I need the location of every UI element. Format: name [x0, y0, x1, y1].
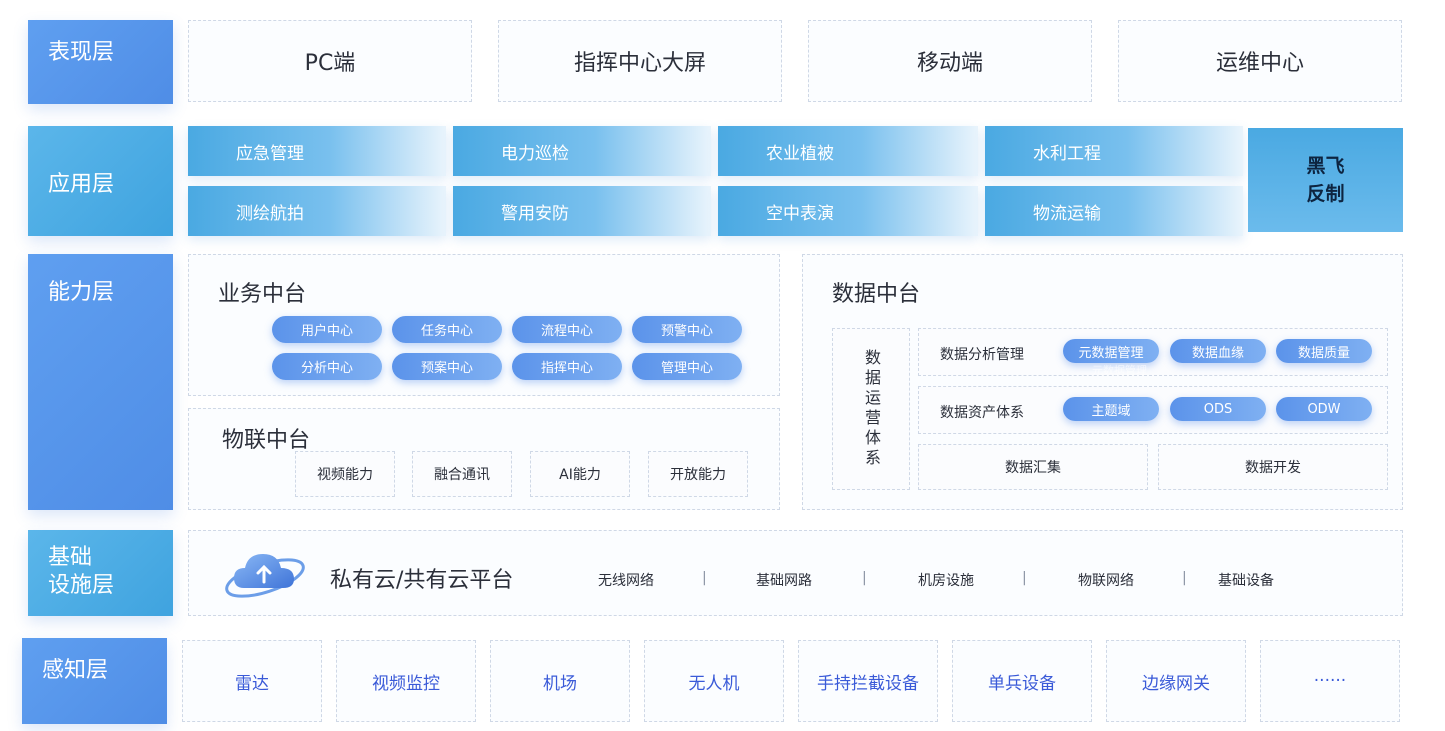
- iot-platform-title: 物联中台: [222, 428, 311, 453]
- data-analysis-label: 数据分析管理: [940, 347, 1024, 363]
- app-power-inspection: 电力巡检: [453, 126, 711, 176]
- data-collection: 数据汇集: [918, 444, 1148, 490]
- data-platform-title: 数据中台: [832, 282, 921, 307]
- sense-airport: 机场: [490, 640, 630, 722]
- metadata-echo-text: 元数据管理: [1092, 364, 1147, 377]
- pill-command-center: 指挥中心: [512, 353, 622, 380]
- iot-communication: 融合通讯: [412, 451, 512, 497]
- infrastructure-panel: [188, 530, 1403, 616]
- app-police: 警用安防: [453, 186, 711, 236]
- infra-separator: |: [702, 570, 707, 586]
- presentation-mobile: 移动端: [808, 20, 1092, 102]
- presentation-command-screen: 指挥中心大屏: [498, 20, 782, 102]
- presentation-ops-center: 运维中心: [1118, 20, 1402, 102]
- pill-analysis-center: 分析中心: [272, 353, 382, 380]
- sense-handheld: 手持拦截设备: [798, 640, 938, 722]
- layer-label-capability: 能力层: [28, 254, 173, 510]
- infra-separator: |: [1182, 570, 1187, 586]
- pill-process-center: 流程中心: [512, 316, 622, 343]
- iot-ai: AI能力: [530, 451, 630, 497]
- sense-soldier: 单兵设备: [952, 640, 1092, 722]
- sense-radar: 雷达: [182, 640, 322, 722]
- data-ops-system: 数据运营体系: [832, 328, 910, 490]
- layer-label-infrastructure: 基础 设施层: [28, 530, 173, 616]
- pill-quality: 数据质量: [1276, 339, 1372, 363]
- app-water: 水利工程: [985, 126, 1243, 176]
- pill-warning-center: 预警中心: [632, 316, 742, 343]
- infra-basic-equipment: 基础设备: [1218, 573, 1274, 589]
- infra-basic-network: 基础网路: [756, 573, 812, 589]
- sense-video: 视频监控: [336, 640, 476, 722]
- cloud-platform-title: 私有云/共有云平台: [330, 568, 514, 593]
- app-survey: 测绘航拍: [188, 186, 446, 236]
- infra-datacenter: 机房设施: [918, 573, 974, 589]
- app-emergency: 应急管理: [188, 126, 446, 176]
- infra-separator: |: [862, 570, 867, 586]
- pill-lineage: 数据血缘: [1170, 339, 1266, 363]
- sense-edge-gateway: 边缘网关: [1106, 640, 1246, 722]
- app-agriculture: 农业植被: [718, 126, 978, 176]
- sense-drone: 无人机: [644, 640, 784, 722]
- presentation-pc: PC端: [188, 20, 472, 102]
- iot-open: 开放能力: [648, 451, 748, 497]
- infra-iot-network: 物联网络: [1078, 573, 1134, 589]
- pill-metadata: 元数据管理: [1063, 339, 1159, 363]
- data-asset-label: 数据资产体系: [940, 405, 1024, 421]
- app-airshow: 空中表演: [718, 186, 978, 236]
- sense-more: ······: [1260, 640, 1400, 722]
- iot-video: 视频能力: [295, 451, 395, 497]
- business-platform-title: 业务中台: [218, 282, 307, 307]
- pill-management-center: 管理中心: [632, 353, 742, 380]
- data-ops-system-label: 数据运营体系: [862, 349, 881, 469]
- app-anti-drone: 黑飞 反制: [1248, 128, 1403, 232]
- pill-task-center: 任务中心: [392, 316, 502, 343]
- layer-label-application: 应用层: [28, 126, 173, 236]
- pill-ods: ODS: [1170, 397, 1266, 421]
- app-logistics: 物流运输: [985, 186, 1243, 236]
- pill-subject-domain: 主题域: [1063, 397, 1159, 421]
- infra-separator: |: [1022, 570, 1027, 586]
- pill-odw: ODW: [1276, 397, 1372, 421]
- layer-label-perception: 感知层: [22, 638, 167, 724]
- cloud-icon: [220, 542, 310, 608]
- data-development: 数据开发: [1158, 444, 1388, 490]
- pill-plan-center: 预案中心: [392, 353, 502, 380]
- pill-user-center: 用户中心: [272, 316, 382, 343]
- layer-label-presentation: 表现层: [28, 20, 173, 104]
- infra-wireless: 无线网络: [598, 573, 654, 589]
